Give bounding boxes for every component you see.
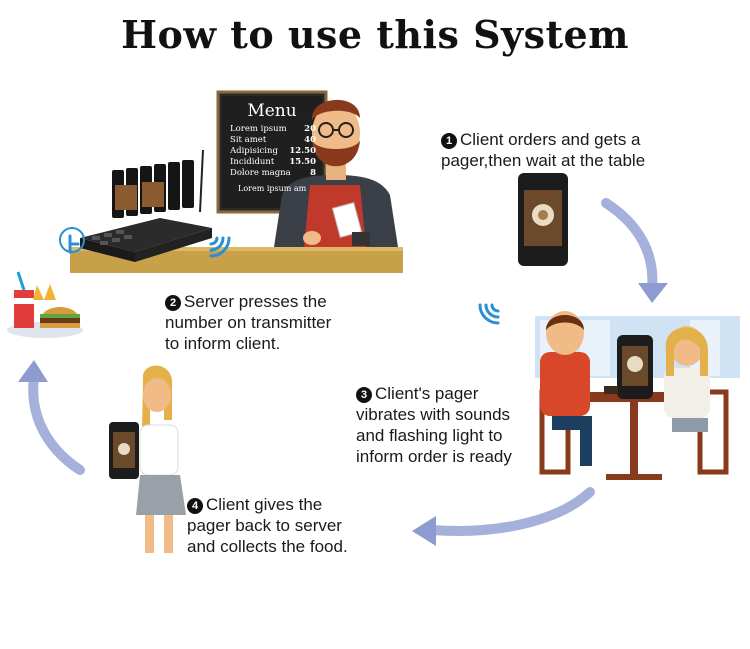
menu-item: Dolore magna 8 xyxy=(230,168,316,179)
client-woman xyxy=(109,365,186,553)
menu-item-price: 12.50 xyxy=(289,146,316,156)
step-number: 2 xyxy=(165,295,181,311)
menu-item-name: Dolore magna xyxy=(230,168,291,178)
signal-icon xyxy=(478,303,500,325)
menu-item: Incididunt 15.50 xyxy=(230,157,316,168)
step-number: 3 xyxy=(356,387,372,403)
signal-icon xyxy=(209,236,231,258)
flow-arrow-2 xyxy=(412,487,595,546)
page-title: How to use this System xyxy=(121,12,629,57)
menu-item-price: 15.50 xyxy=(289,157,316,167)
menu-item-name: Incididunt xyxy=(230,157,275,167)
menu-item-price: 8 xyxy=(310,168,316,178)
menu-item-name: Lorem ipsum xyxy=(230,124,287,134)
menu-item: Lorem ipsum 20 xyxy=(230,124,316,135)
menu-item-price: 20 xyxy=(304,124,316,134)
menu-item: Sit amet 40 xyxy=(230,135,316,146)
menu-item: Adipisicing 12.50 xyxy=(230,146,316,157)
touch-icon xyxy=(59,227,85,254)
pager-device xyxy=(518,173,568,266)
food-icon xyxy=(7,271,83,338)
transmitter xyxy=(80,149,212,262)
flow-arrow-1 xyxy=(601,198,668,303)
flow-arrow-3 xyxy=(18,360,85,475)
menu-item-price: 40 xyxy=(304,135,316,145)
server-person xyxy=(274,99,398,247)
step-number: 4 xyxy=(187,498,203,514)
couple-scene xyxy=(535,311,740,480)
menu-footer: Lorem ipsum am xyxy=(238,184,307,193)
step-number: 1 xyxy=(441,133,457,149)
menu-heading: Menu xyxy=(247,101,297,121)
menu-item-name: Adipisicing xyxy=(230,146,278,156)
menu-item-name: Sit amet xyxy=(230,135,267,145)
